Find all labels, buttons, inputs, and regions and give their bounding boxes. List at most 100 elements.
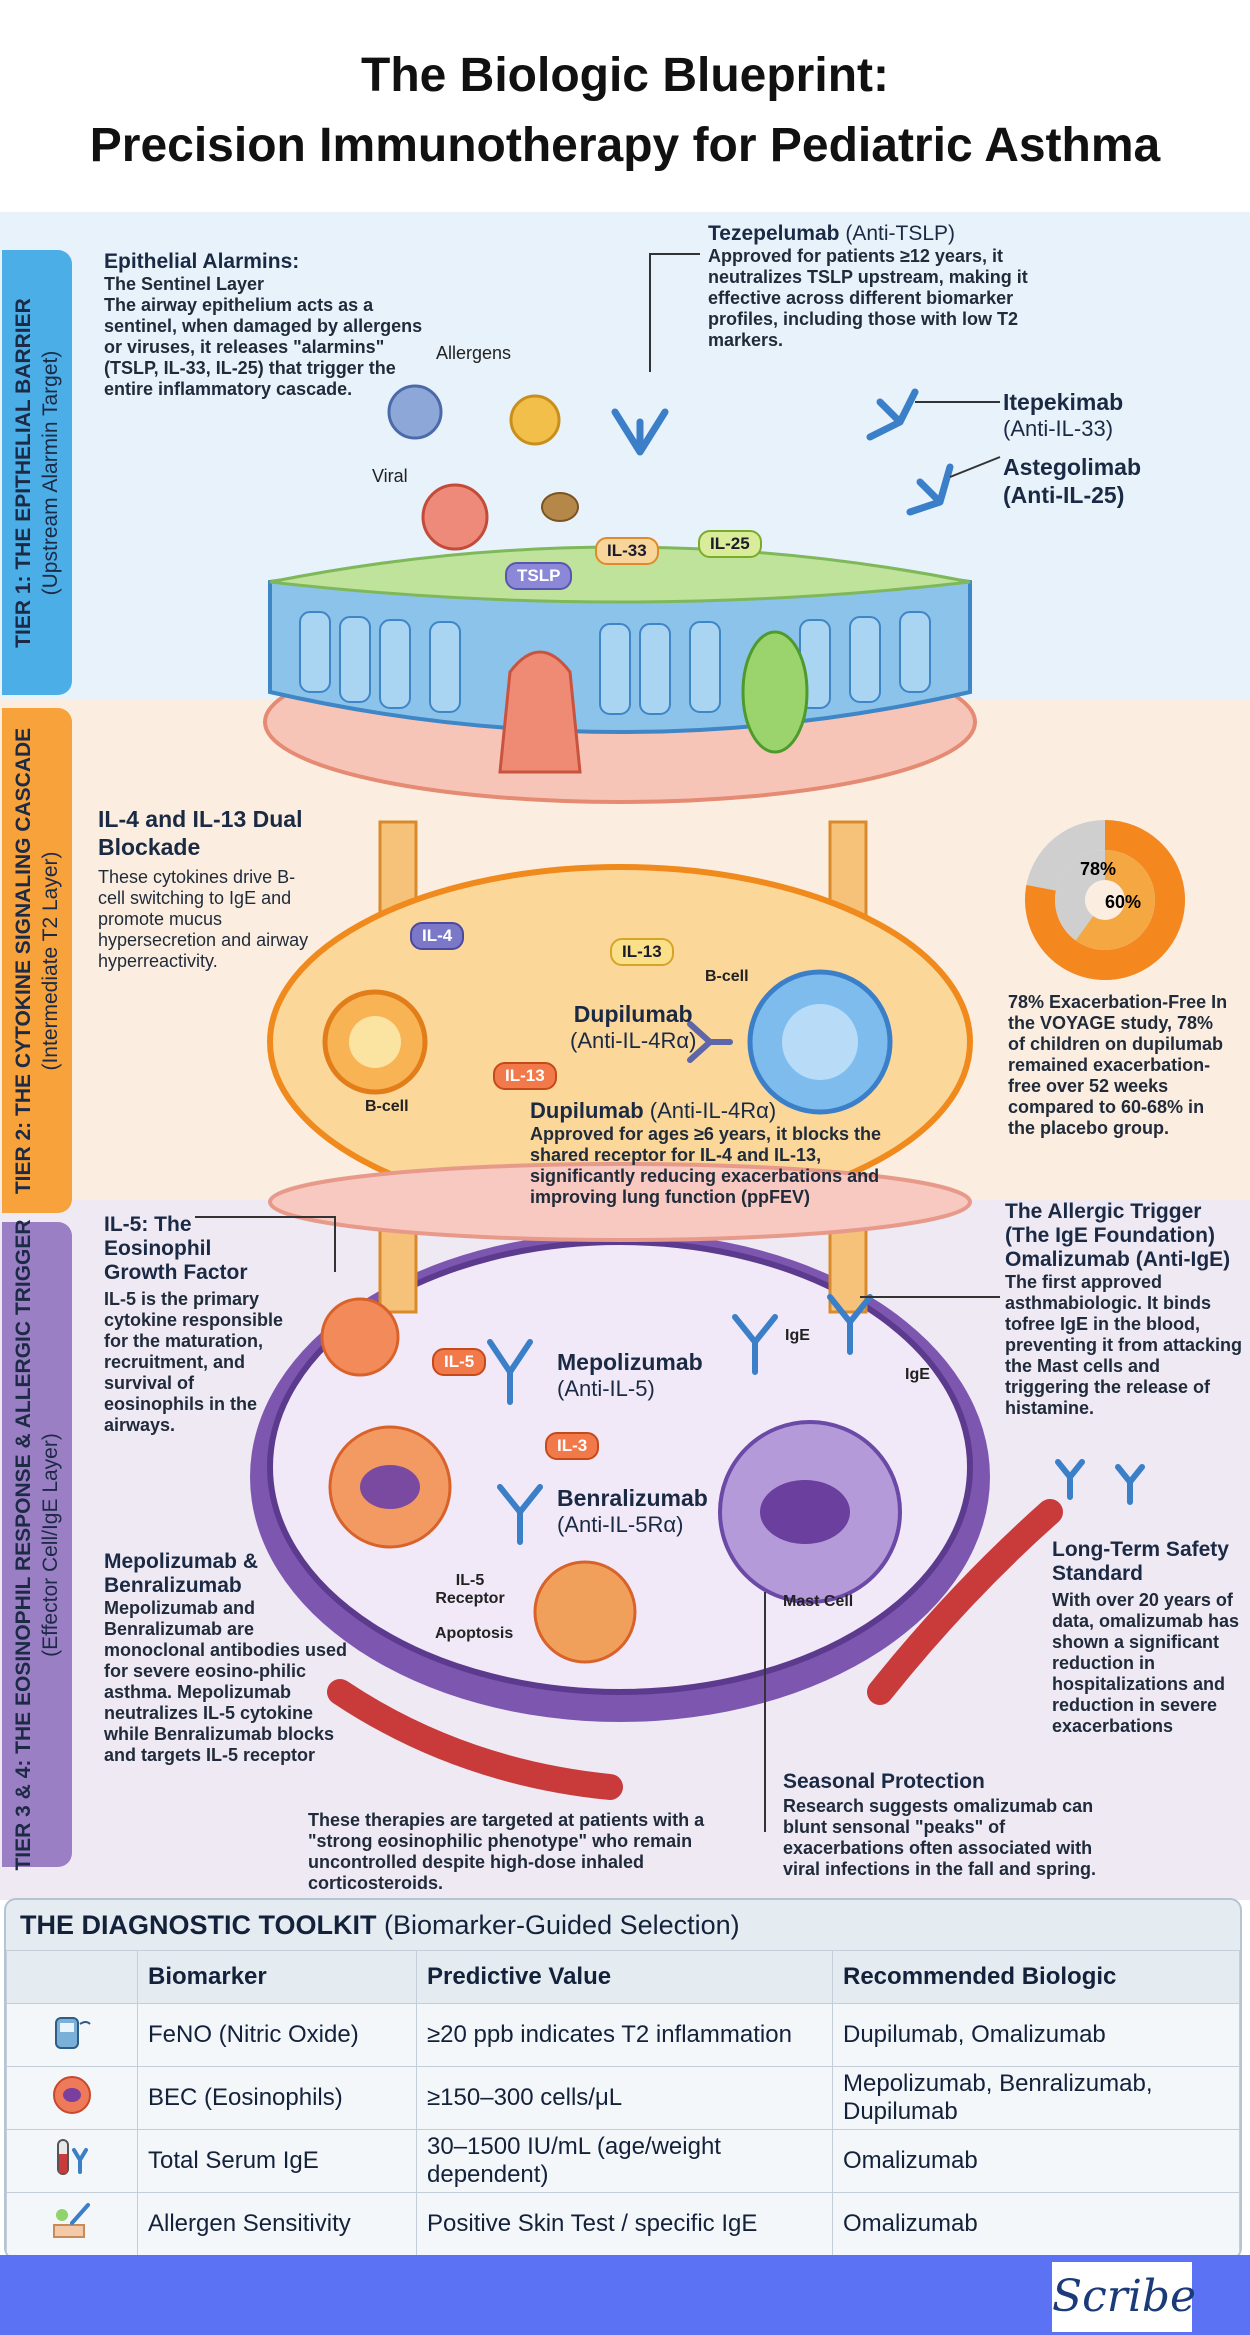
b-cell-left-label: B-cell [365,1098,409,1115]
alarmins-block: Epithelial Alarmins: The Sentinel Layer … [104,250,424,400]
mepolizumab-label: Mepolizumab (Anti-IL-5) [557,1348,703,1402]
itepekimab-target: (Anti-IL-33) [1003,416,1114,441]
feno-device-icon [6,2003,138,2067]
page-title-line2: Precision Immunotherapy for Pediatric As… [89,119,1161,172]
donut-label-outer: 78% [1080,859,1116,879]
mast-cell-label: Mast Cell [783,1593,854,1610]
viral-particle [421,483,489,551]
alarmins-subheading: The Sentinel Layer [104,274,265,294]
tezepelumab-body: Approved for patients ≥12 years, it neut… [708,246,1028,350]
il25-chip: IL-25 [698,530,762,558]
voyage-donut-chart: 78% 60% [1025,820,1185,980]
ige-label-2: IgE [905,1366,930,1383]
header-biomarker: Biomarker [137,1950,417,2004]
allergic-trigger-block: The Allergic Trigger (The IgE Foundation… [1005,1200,1245,1419]
safety-block: Long-Term Safety Standard With over 20 y… [1052,1538,1248,1737]
il33-chip: IL-33 [595,537,659,565]
table-row: FeNO (Nitric Oxide) ≥20 ppb indicates T2… [6,2003,1240,2067]
dupilumab-block-name: Dupilumab [530,1098,644,1123]
blood-vessel-right [867,1499,1063,1705]
seasonal-heading: Seasonal Protection [783,1770,985,1793]
omalizumab-name: Omalizumab (Anti-IgE) [1005,1248,1231,1271]
il13-chip-bottom: IL-13 [493,1062,557,1090]
table-row: Total Serum IgE 30–1500 IU/mL (age/weigh… [6,2129,1240,2193]
dual-blockade-body: These cytokines drive B-cell switching t… [98,867,309,971]
skin-test-icon [6,2192,138,2256]
tezepelumab-target: (Anti-TSLP) [845,222,956,245]
blood-tube-icon [6,2129,138,2193]
table-row: Allergen Sensitivity Positive Skin Test … [6,2192,1240,2256]
il4-chip: IL-4 [410,922,465,950]
page-title-line1: The Biologic Blueprint: [361,49,889,102]
tslp-chip: TSLP [505,562,573,590]
il5-receptor-label: IL-5 Receptor [435,1572,505,1607]
mepo-benra-heading: Mepolizumab & Benralizumab [104,1550,259,1597]
apoptotic-eosinophil [533,1560,637,1664]
alarmins-heading: Epithelial Alarmins: [104,250,300,273]
mite-particle [541,492,579,522]
toolkit-title: THE DIAGNOSTIC TOOLKIT (Biomarker-Guided… [20,1910,740,1940]
astegolimab-name: Astegolimab [1003,454,1142,480]
tezepelumab-block: Tezepelumab (Anti-TSLP) Approved for pat… [708,222,1088,351]
virus-particle [387,384,443,440]
tier1-band: TIER 1: THE EPITHELIAL BARRIER(Upstream … [2,250,72,695]
itepekimab-name: Itepekimab [1003,389,1124,415]
seasonal-block: Seasonal Protection Research suggests om… [783,1770,1123,1880]
il5-heading: IL-5: The Eosinophil Growth Factor [104,1213,248,1284]
goblet-cell [741,630,809,754]
donut-ring-0 [1025,820,1185,980]
tier3-band: TIER 3 & 4: THE EOSINOPHIL RESPONSE & AL… [2,1219,72,1870]
toolkit-table: Biomarker Predictive Value Recommended B… [6,1950,1240,2256]
dupilumab-body: Approved for ages ≥6 years, it blocks th… [530,1124,881,1207]
apoptosis-label: Apoptosis [435,1625,514,1642]
viral-label: Viral [372,466,408,486]
ige-label-1: IgE [785,1327,810,1344]
il3-chip: IL-3 [545,1432,600,1460]
phenotype-note: These therapies are targeted at patients… [308,1810,705,1893]
table-row: BEC (Eosinophils) ≥150–300 cells/μL Mepo… [6,2066,1240,2130]
dual-blockade-heading: IL-4 and IL-13 Dual Blockade [98,806,303,860]
seasonal-body: Research suggests omalizumab can blunt s… [783,1796,1097,1879]
benralizumab-label: Benralizumab (Anti-IL-5Rα) [557,1484,708,1538]
allergic-trigger-heading: The Allergic Trigger (The IgE Foundation… [1005,1200,1215,1247]
benralizumab-target: (Anti-IL-5Rα) [557,1512,684,1537]
donut-ring-1 [1075,850,1155,950]
diagnostic-toolkit: THE DIAGNOSTIC TOOLKIT (Biomarker-Guided… [4,1898,1242,2260]
mepo-benra-block: Mepolizumab & Benralizumab Mepolizumab a… [104,1550,349,1766]
alarmins-body: The airway epithelium acts as a sentinel… [104,295,423,399]
footer-bar [0,2255,1250,2335]
dual-blockade-block: IL-4 and IL-13 Dual Blockade These cytok… [98,805,313,972]
blood-vessel-left [327,1679,623,1800]
b-cell-right-label: B-cell [705,968,749,985]
allergens-label: Allergens [436,343,512,363]
safety-heading: Long-Term Safety Standard [1052,1538,1229,1585]
donut-label-inner: 60% [1105,892,1141,912]
il5-body: IL-5 is the primary cytokine responsible… [104,1289,284,1435]
eosinophil-icon [6,2066,138,2130]
astegolimab-block: Astegolimab (Anti-IL-25) [1003,453,1141,509]
mepolizumab-name: Mepolizumab [557,1349,703,1375]
dupilumab-block: Dupilumab (Anti-IL-4Rα) Approved for age… [530,1098,900,1208]
itepekimab-block: Itepekimab (Anti-IL-33) [1003,388,1123,442]
header-predictive-value: Predictive Value [416,1950,833,2004]
dupilumab-label: Dupilumab (Anti-IL-4Rα) [570,1000,696,1054]
il5-chip: IL-5 [432,1348,487,1376]
dupilumab-name: Dupilumab [573,1001,693,1027]
scribe-logo[interactable]: Scribe [1052,2262,1196,2332]
il13-chip-top: IL-13 [610,938,674,966]
header-recommended-biologic: Recommended Biologic [832,1950,1240,2004]
mepolizumab-target: (Anti-IL-5) [557,1376,655,1401]
omalizumab-body: The first approved asthmabiologic. It bi… [1005,1272,1243,1418]
dupilumab-target: (Anti-IL-4Rα) [570,1028,697,1053]
pollen-particle [509,394,561,446]
astegolimab-target: (Anti-IL-25) [1003,482,1125,508]
voyage-body: of children on dupilumab remained exacer… [1008,1034,1223,1138]
eosinophil-1 [320,1297,400,1377]
safety-body: With over 20 years of data, omalizumab h… [1052,1590,1240,1736]
benralizumab-name: Benralizumab [557,1485,708,1511]
tezepelumab-name: Tezepelumab [708,222,840,245]
mepo-benra-body: Mepolizumab and Benralizumab are monoclo… [104,1598,348,1765]
voyage-headline: 78% Exacerbation-Free In the VOYAGE stud… [1008,992,1228,1033]
voyage-block: 78% Exacerbation-Free In the VOYAGE stud… [1008,992,1233,1139]
tier2-band: TIER 2: THE CYTOKINE SIGNALING CASCADE(I… [2,708,72,1213]
